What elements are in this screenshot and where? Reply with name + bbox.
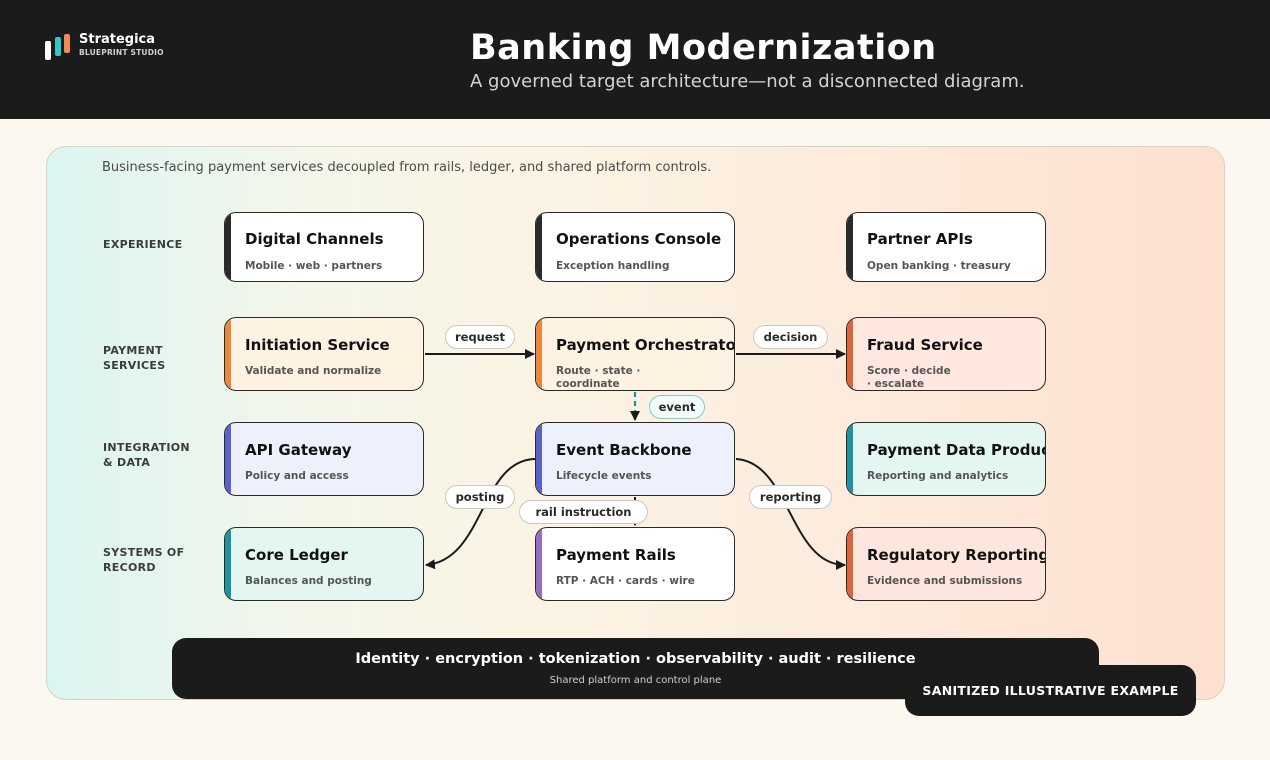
node-subtitle: Reporting and analytics: [867, 470, 1009, 482]
edge-label-posting: posting: [445, 485, 515, 509]
sanitized-example-badge: SANITIZED ILLUSTRATIVE EXAMPLE: [905, 665, 1196, 716]
node-title: Digital Channels: [245, 230, 384, 248]
node-accent-bar: [536, 423, 542, 495]
node-accent-bar: [847, 423, 853, 495]
node-title: Regulatory Reporting: [867, 546, 1046, 564]
edge-reporting-arrow: [735, 458, 846, 570]
edge-posting-arrow: [425, 458, 537, 570]
node-partner-apis[interactable]: Partner APIs Open banking · treasury: [846, 212, 1046, 282]
node-subtitle: Lifecycle events: [556, 470, 652, 482]
node-title: Partner APIs: [867, 230, 973, 248]
node-initiation-service[interactable]: Initiation Service Validate and normaliz…: [224, 317, 424, 391]
node-payment-rails[interactable]: Payment Rails RTP · ACH · cards · wire: [535, 527, 735, 601]
platform-subtitle: Shared platform and control plane: [549, 675, 722, 686]
node-accent-bar: [225, 423, 231, 495]
node-event-backbone[interactable]: Event Backbone Lifecycle events: [535, 422, 735, 496]
header: Strategica BLUEPRINT STUDIO Banking Mode…: [0, 0, 1270, 119]
page-title: Banking Modernization: [470, 28, 937, 68]
page-subtitle: A governed target architecture—not a dis…: [470, 71, 1025, 92]
node-title: Payment Data Product: [867, 441, 1046, 459]
node-fraud-service[interactable]: Fraud Service Score · decide · escalate: [846, 317, 1046, 391]
lane-label-experience: EXPERIENCE: [103, 238, 183, 251]
node-subtitle: Exception handling: [556, 260, 670, 272]
lane-label-systems-of-record: SYSTEMS OF RECORD: [103, 546, 185, 574]
node-subtitle: Route · state · coordinate: [556, 365, 641, 390]
node-payment-orchestrator[interactable]: Payment Orchestrator Route · state · coo…: [535, 317, 735, 391]
node-title: Core Ledger: [245, 546, 348, 564]
node-accent-bar: [847, 318, 853, 390]
canvas-description: Business-facing payment services decoupl…: [102, 160, 712, 175]
node-digital-channels[interactable]: Digital Channels Mobile · web · partners: [224, 212, 424, 282]
node-accent-bar: [847, 528, 853, 600]
lane-label-payment-services: PAYMENT SERVICES: [103, 344, 166, 372]
node-subtitle: Evidence and submissions: [867, 575, 1023, 587]
node-accent-bar: [225, 213, 231, 281]
node-title: API Gateway: [245, 441, 352, 459]
edge-label-request: request: [445, 325, 515, 349]
node-payment-data-product[interactable]: Payment Data Product Reporting and analy…: [846, 422, 1046, 496]
edge-label-rail-instruction: rail instruction: [519, 500, 648, 524]
platform-title: Identity · encryption · tokenization · o…: [355, 651, 916, 667]
node-accent-bar: [225, 318, 231, 390]
edge-label-event: event: [649, 395, 705, 419]
brand-name: Strategica: [79, 32, 156, 47]
node-title: Payment Rails: [556, 546, 676, 564]
node-subtitle: Validate and normalize: [245, 365, 382, 377]
node-title: Payment Orchestrator: [556, 336, 735, 354]
node-subtitle: Policy and access: [245, 470, 349, 482]
node-subtitle: Score · decide · escalate: [867, 365, 951, 390]
node-accent-bar: [225, 528, 231, 600]
lane-label-integration-data: INTEGRATION & DATA: [103, 441, 190, 469]
edge-label-reporting: reporting: [749, 485, 832, 509]
node-operations-console[interactable]: Operations Console Exception handling: [535, 212, 735, 282]
node-subtitle: RTP · ACH · cards · wire: [556, 575, 695, 587]
brand-tagline: BLUEPRINT STUDIO: [79, 48, 164, 57]
node-api-gateway[interactable]: API Gateway Policy and access: [224, 422, 424, 496]
edge-label-decision: decision: [753, 325, 828, 349]
strategica-logo-icon: [45, 34, 70, 60]
node-subtitle: Balances and posting: [245, 575, 372, 587]
node-accent-bar: [847, 213, 853, 281]
node-accent-bar: [536, 528, 542, 600]
node-title: Initiation Service: [245, 336, 390, 354]
node-regulatory-reporting[interactable]: Regulatory Reporting Evidence and submis…: [846, 527, 1046, 601]
node-accent-bar: [536, 213, 542, 281]
node-subtitle: Open banking · treasury: [867, 260, 1011, 272]
node-core-ledger[interactable]: Core Ledger Balances and posting: [224, 527, 424, 601]
node-subtitle: Mobile · web · partners: [245, 260, 383, 272]
node-accent-bar: [536, 318, 542, 390]
node-title: Fraud Service: [867, 336, 983, 354]
node-title: Event Backbone: [556, 441, 692, 459]
node-title: Operations Console: [556, 230, 722, 248]
